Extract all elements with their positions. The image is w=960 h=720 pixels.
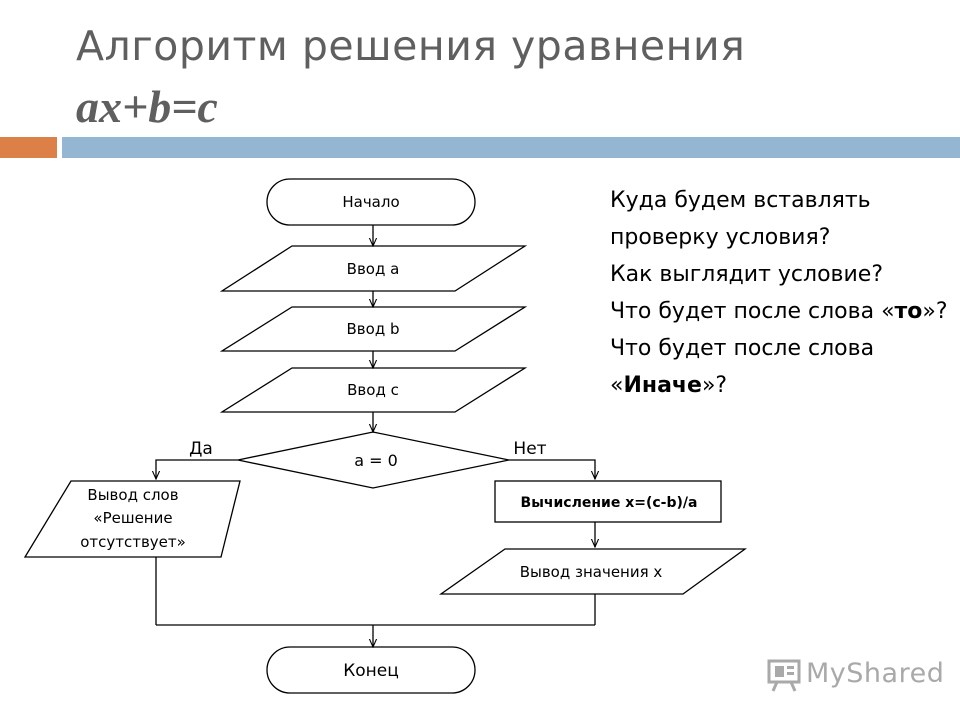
question-2: Как выглядит условие? xyxy=(610,262,884,287)
question-3-prefix: Что будет после слова « xyxy=(610,299,895,324)
question-3-keyword: то xyxy=(894,299,923,324)
slide-title-equation: ax+b=c xyxy=(76,81,218,132)
compute-label: Вычисление x=(c-b)/a xyxy=(521,495,698,511)
end-label: Конец xyxy=(343,661,399,681)
compute-process xyxy=(494,480,722,523)
condition-diamond xyxy=(237,431,510,489)
end-terminator xyxy=(266,646,476,694)
board-icon xyxy=(767,659,801,692)
logo-text: MyShared xyxy=(806,658,945,689)
question-4-suffix: »? xyxy=(701,373,728,398)
accent-bar-blue xyxy=(62,137,960,158)
input-b-label: Ввод b xyxy=(347,320,400,338)
myshared-logo: MyShared xyxy=(766,655,944,695)
no-label: Нет xyxy=(513,439,546,459)
input-c-label: Ввод c xyxy=(347,381,399,399)
connector-no-branch xyxy=(509,459,595,479)
output-none-label-line3: отсутствует» xyxy=(80,533,186,551)
slide-title: Алгоритм решения уравнения xyxy=(76,22,746,70)
question-4-keyword: Иначе xyxy=(623,373,702,398)
output-x-parallelogram xyxy=(438,548,748,595)
question-4-prefix: Что будет после слова « xyxy=(610,336,875,398)
question-1: Куда будем вставлять проверку условия? xyxy=(610,188,871,250)
output-none-label-line2: «Решение xyxy=(93,509,172,527)
input-a-parallelogram xyxy=(219,245,528,292)
questions-block: Куда будем вставлять проверку условия? К… xyxy=(610,182,955,404)
input-c-parallelogram xyxy=(219,367,528,413)
question-4: Что будет после слова «Иначе»? xyxy=(610,330,955,404)
input-b-parallelogram xyxy=(219,306,528,352)
output-none-label-line1: Вывод слов xyxy=(87,486,178,504)
connector-yes-branch xyxy=(156,459,238,479)
accent-bar-orange xyxy=(0,137,57,158)
yes-label: Да xyxy=(189,439,213,459)
output-x-label: Вывод значения x xyxy=(520,563,663,581)
output-none-parallelogram xyxy=(23,480,241,558)
start-terminator xyxy=(266,178,476,226)
start-label: Начало xyxy=(342,193,399,211)
input-a-label: Ввод a xyxy=(347,260,400,278)
condition-label: a = 0 xyxy=(354,451,398,470)
question-3: Что будет после слова «то»? xyxy=(610,293,955,330)
question-3-suffix: »? xyxy=(922,299,948,324)
